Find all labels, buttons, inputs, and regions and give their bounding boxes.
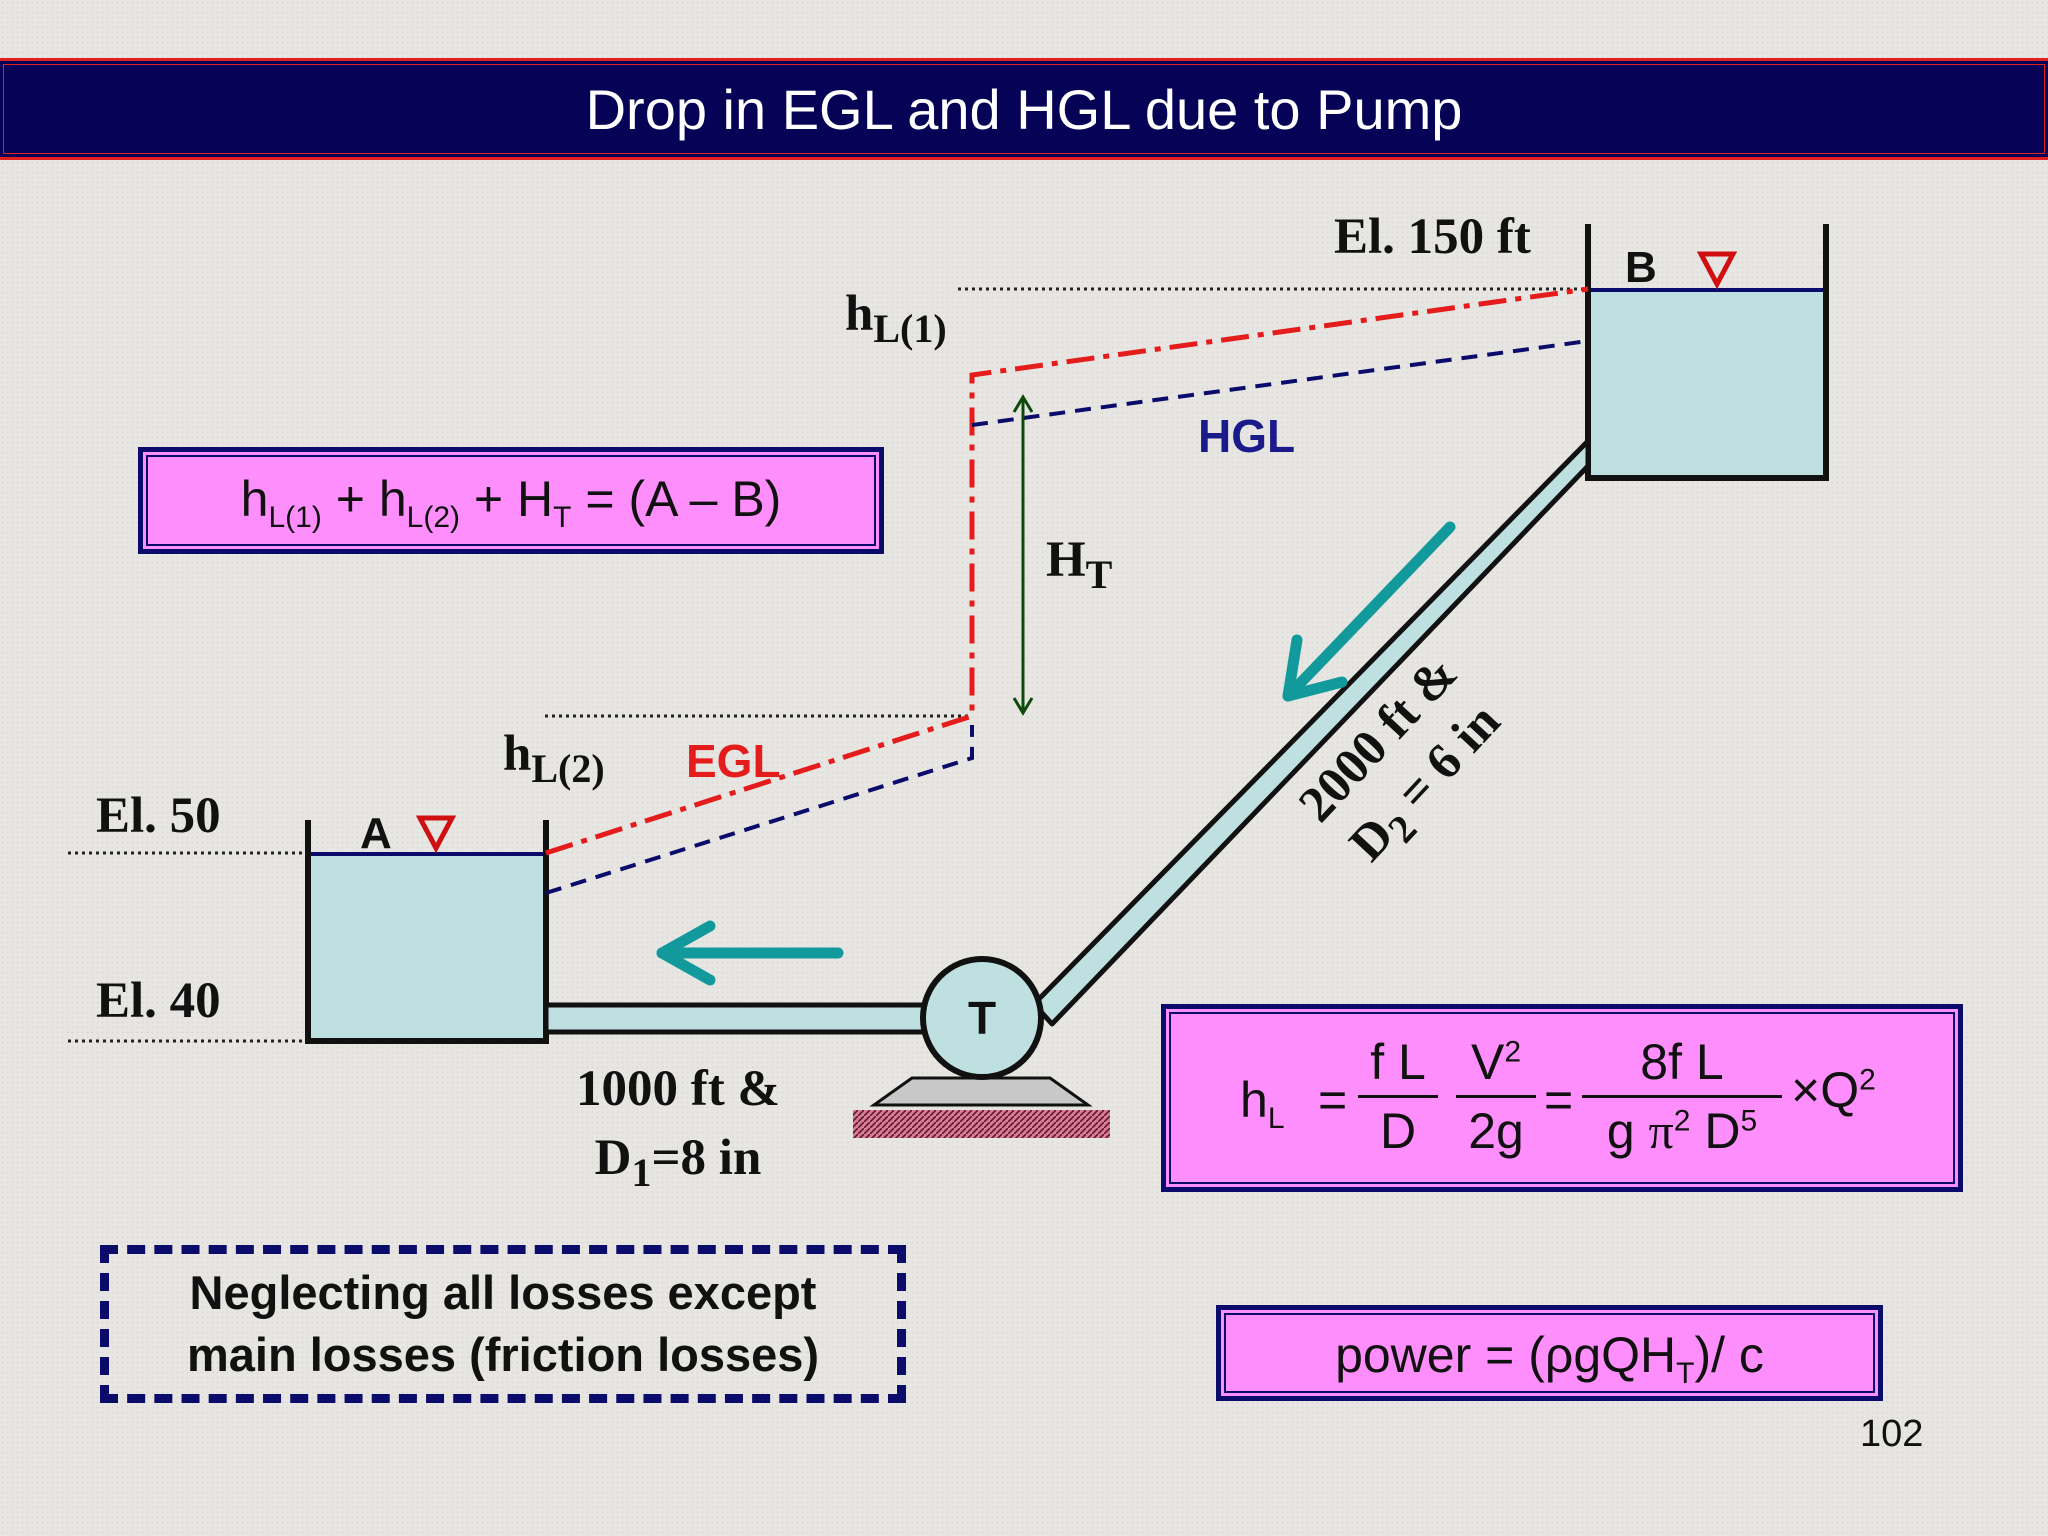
pipe-2 — [1031, 438, 1591, 1027]
headloss-fraction3: 8f L g π2 D5 — [1582, 1033, 1782, 1160]
flow-arrow-pipe2-icon — [1282, 521, 1456, 702]
egl-line — [545, 286, 1589, 856]
turbine — [920, 956, 1044, 1080]
pipe-1 — [543, 1002, 927, 1035]
page-number: 102 — [1860, 1413, 1924, 1455]
reservoir-b-label: B — [1625, 243, 1657, 292]
hgl-line — [545, 725, 974, 895]
pipe2-spec-label: 2000 ft & D2 = 6 in — [1288, 645, 1511, 872]
el-40-label: El. 40 — [96, 973, 221, 1029]
turbine-stand — [853, 1076, 1110, 1138]
el-150-label: El. 150 ft — [1334, 209, 1531, 265]
energy-equation-box-inner-border — [146, 455, 876, 546]
power-equation-box-inner-border — [1224, 1313, 1875, 1393]
energy-equation: hL(1) + hL(2) + HT = (A – B) — [240, 471, 782, 534]
reservoir-a — [305, 820, 549, 1044]
title-bar: Drop in EGL and HGL due to Pump — [0, 58, 2048, 160]
hl2-label: hL(2) — [503, 726, 605, 791]
el-50-label: El. 50 — [96, 788, 221, 844]
assumption-note: Neglecting all losses except main losses… — [100, 1245, 906, 1403]
headloss-eq2: = — [1544, 1072, 1574, 1128]
headloss-times-q: ×Q2 — [1791, 1062, 1876, 1118]
ht-arrow-icon — [1012, 394, 1034, 716]
water-surface-marker-a-icon — [415, 815, 457, 854]
energy-equation-box: hL(1) + hL(2) + HT = (A – B) — [138, 447, 884, 554]
headloss-equation-box: hL = f L D V2 2g = 8f L g π2 D5 ×Q2 — [1161, 1004, 1963, 1192]
power-equation: power = (ρgQHT)/ c — [1335, 1327, 1764, 1390]
note-line-1: Neglecting all losses except — [189, 1266, 817, 1319]
water-surface-marker-b-icon — [1696, 251, 1738, 290]
hl1-label: hL(1) — [845, 286, 947, 351]
flow-arrow-pipe1-icon — [656, 920, 844, 986]
egl-label: EGL — [686, 735, 781, 787]
pipe1-diameter-label: D1=8 in — [595, 1130, 762, 1195]
pipe1-length-label: 1000 ft & — [576, 1061, 780, 1117]
headloss-lhs: hL — [1240, 1072, 1285, 1135]
headloss-equation-box-inner-border — [1169, 1012, 1955, 1184]
ht-label: HT — [1046, 532, 1113, 597]
reservoir-b — [1585, 224, 1829, 481]
slide-title: Drop in EGL and HGL due to Pump — [585, 77, 1463, 141]
note-line-2: main losses (friction losses) — [186, 1328, 820, 1381]
power-equation-box: power = (ρgQHT)/ c — [1216, 1305, 1883, 1401]
hgl-label: HGL — [1198, 410, 1295, 462]
reservoir-a-label: A — [360, 809, 392, 858]
headloss-fraction1: f L D — [1358, 1033, 1438, 1160]
turbine-label: T — [968, 992, 996, 1044]
headloss-eq1: = — [1318, 1072, 1348, 1128]
headloss-fraction2: V2 2g — [1456, 1033, 1536, 1160]
